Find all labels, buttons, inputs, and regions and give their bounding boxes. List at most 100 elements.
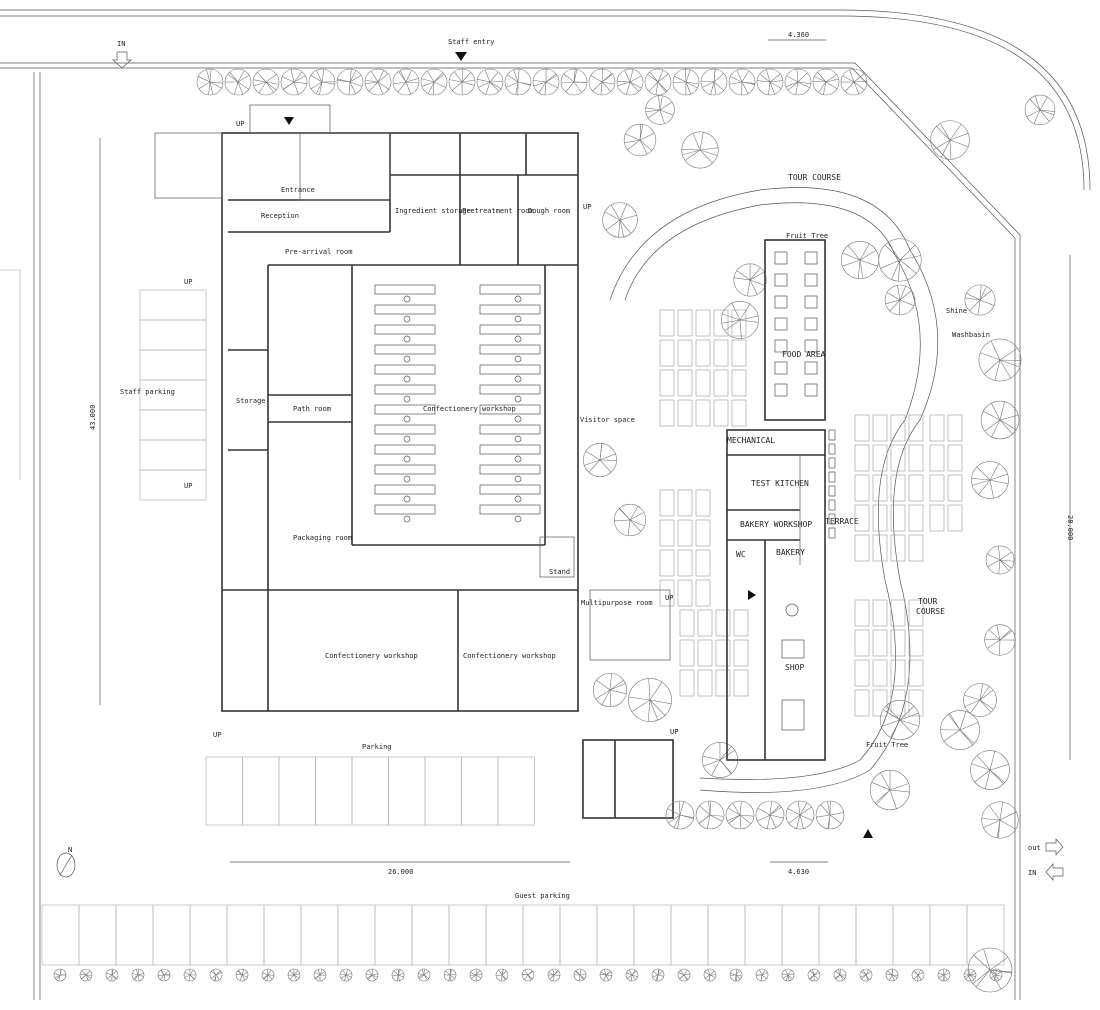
tree-branch — [461, 72, 472, 83]
tree-branch — [433, 81, 446, 88]
tree-branch — [984, 769, 991, 789]
table — [774, 273, 788, 287]
tree-branch — [189, 974, 195, 980]
tree-branch — [208, 81, 211, 95]
tree-branch — [451, 81, 463, 91]
washbasin-label: Washbasin — [952, 331, 990, 339]
tree-branch — [184, 974, 191, 978]
parking-label: Parking — [362, 743, 392, 751]
tree-canopy — [628, 678, 672, 722]
dimension-right: 28.000 — [1066, 515, 1074, 540]
tree-icon — [971, 461, 1009, 499]
tree-icon — [756, 68, 784, 96]
tree-branch — [959, 729, 975, 744]
tree-branch — [677, 814, 681, 829]
parking-stall — [374, 904, 413, 966]
tree-branch — [604, 969, 607, 976]
tree-branch — [1026, 109, 1041, 118]
tree-icon — [532, 68, 560, 96]
tree-icon — [665, 800, 695, 830]
garden-bed — [908, 504, 924, 532]
tree-branch — [449, 973, 456, 976]
tree-branch — [787, 970, 792, 976]
tree-branch — [681, 149, 701, 151]
tree-branch — [724, 319, 741, 331]
tree-branch — [983, 819, 1001, 828]
tree-branch — [766, 69, 771, 83]
tree-branch — [426, 70, 435, 83]
tree-branch — [865, 969, 869, 976]
tree-branch — [601, 68, 603, 83]
tree-branch — [728, 814, 741, 824]
tree-branch — [969, 974, 975, 980]
tree-branch — [445, 970, 451, 976]
tree-branch — [989, 764, 1009, 771]
tree-branch — [708, 801, 711, 816]
tree-branch — [828, 814, 831, 829]
tree-icon — [963, 968, 977, 982]
tree-branch — [813, 972, 820, 976]
tree-branch — [573, 69, 576, 83]
tree-canopy — [695, 800, 725, 830]
tree-branch — [709, 801, 712, 816]
stool — [514, 455, 522, 463]
tree-canopy — [665, 800, 695, 830]
tree-canopy — [728, 68, 756, 96]
tree-branch — [265, 74, 277, 83]
tree-branch — [552, 969, 555, 976]
tree-branch — [913, 970, 919, 976]
in-label: IN — [117, 40, 125, 48]
guest-parking-label: Guest parking — [515, 892, 570, 900]
tree-branch — [699, 805, 711, 816]
tree-branch — [449, 79, 463, 83]
room-reception: Reception — [261, 212, 299, 220]
tree-branch — [163, 973, 170, 976]
tree-icon — [583, 443, 617, 477]
garden-bed — [854, 414, 870, 442]
garden-bed — [715, 669, 731, 697]
workbench — [374, 284, 436, 295]
tree-branch — [698, 814, 711, 824]
tree-branch — [871, 782, 891, 791]
tree-branch — [853, 80, 867, 83]
tree-branch — [814, 76, 827, 83]
garden-bed — [890, 504, 906, 532]
parking-stall — [263, 904, 302, 966]
garden-bed — [733, 639, 749, 667]
tree-branch — [595, 689, 611, 700]
tree-branch — [603, 974, 607, 981]
garden-bed — [854, 444, 870, 472]
tree-branch — [293, 970, 299, 976]
tree-branch — [652, 974, 659, 978]
tree-branch — [545, 73, 557, 83]
tree-branch — [887, 970, 893, 976]
tree-branch — [392, 974, 399, 977]
parking-stall — [205, 756, 243, 826]
tree-branch — [853, 81, 860, 95]
tree-branch — [81, 970, 87, 976]
parking-stall — [139, 409, 207, 441]
tree-branch — [729, 81, 743, 85]
tree-branch — [987, 553, 1001, 561]
up-label: UP — [236, 120, 244, 128]
tree-branch — [265, 81, 277, 91]
tree-branch — [106, 974, 113, 979]
tree-branch — [578, 974, 581, 981]
tree-branch — [761, 974, 767, 979]
tree-branch — [349, 74, 362, 83]
tree-branch — [787, 974, 790, 981]
tree-branch — [545, 81, 558, 88]
tree-icon — [970, 750, 1010, 790]
tree-icon — [392, 68, 420, 96]
tree-branch — [316, 81, 323, 94]
stool — [514, 355, 522, 363]
tree-branch — [739, 303, 751, 321]
workbench — [479, 404, 541, 415]
tree-branch — [629, 519, 645, 527]
garden-bed — [659, 549, 675, 577]
tree-branch — [727, 807, 741, 816]
garden-bed — [697, 669, 713, 697]
guest-entry-triangle-icon — [863, 829, 873, 838]
tree-branch — [310, 74, 323, 83]
out-arrow-icon — [1045, 838, 1064, 856]
